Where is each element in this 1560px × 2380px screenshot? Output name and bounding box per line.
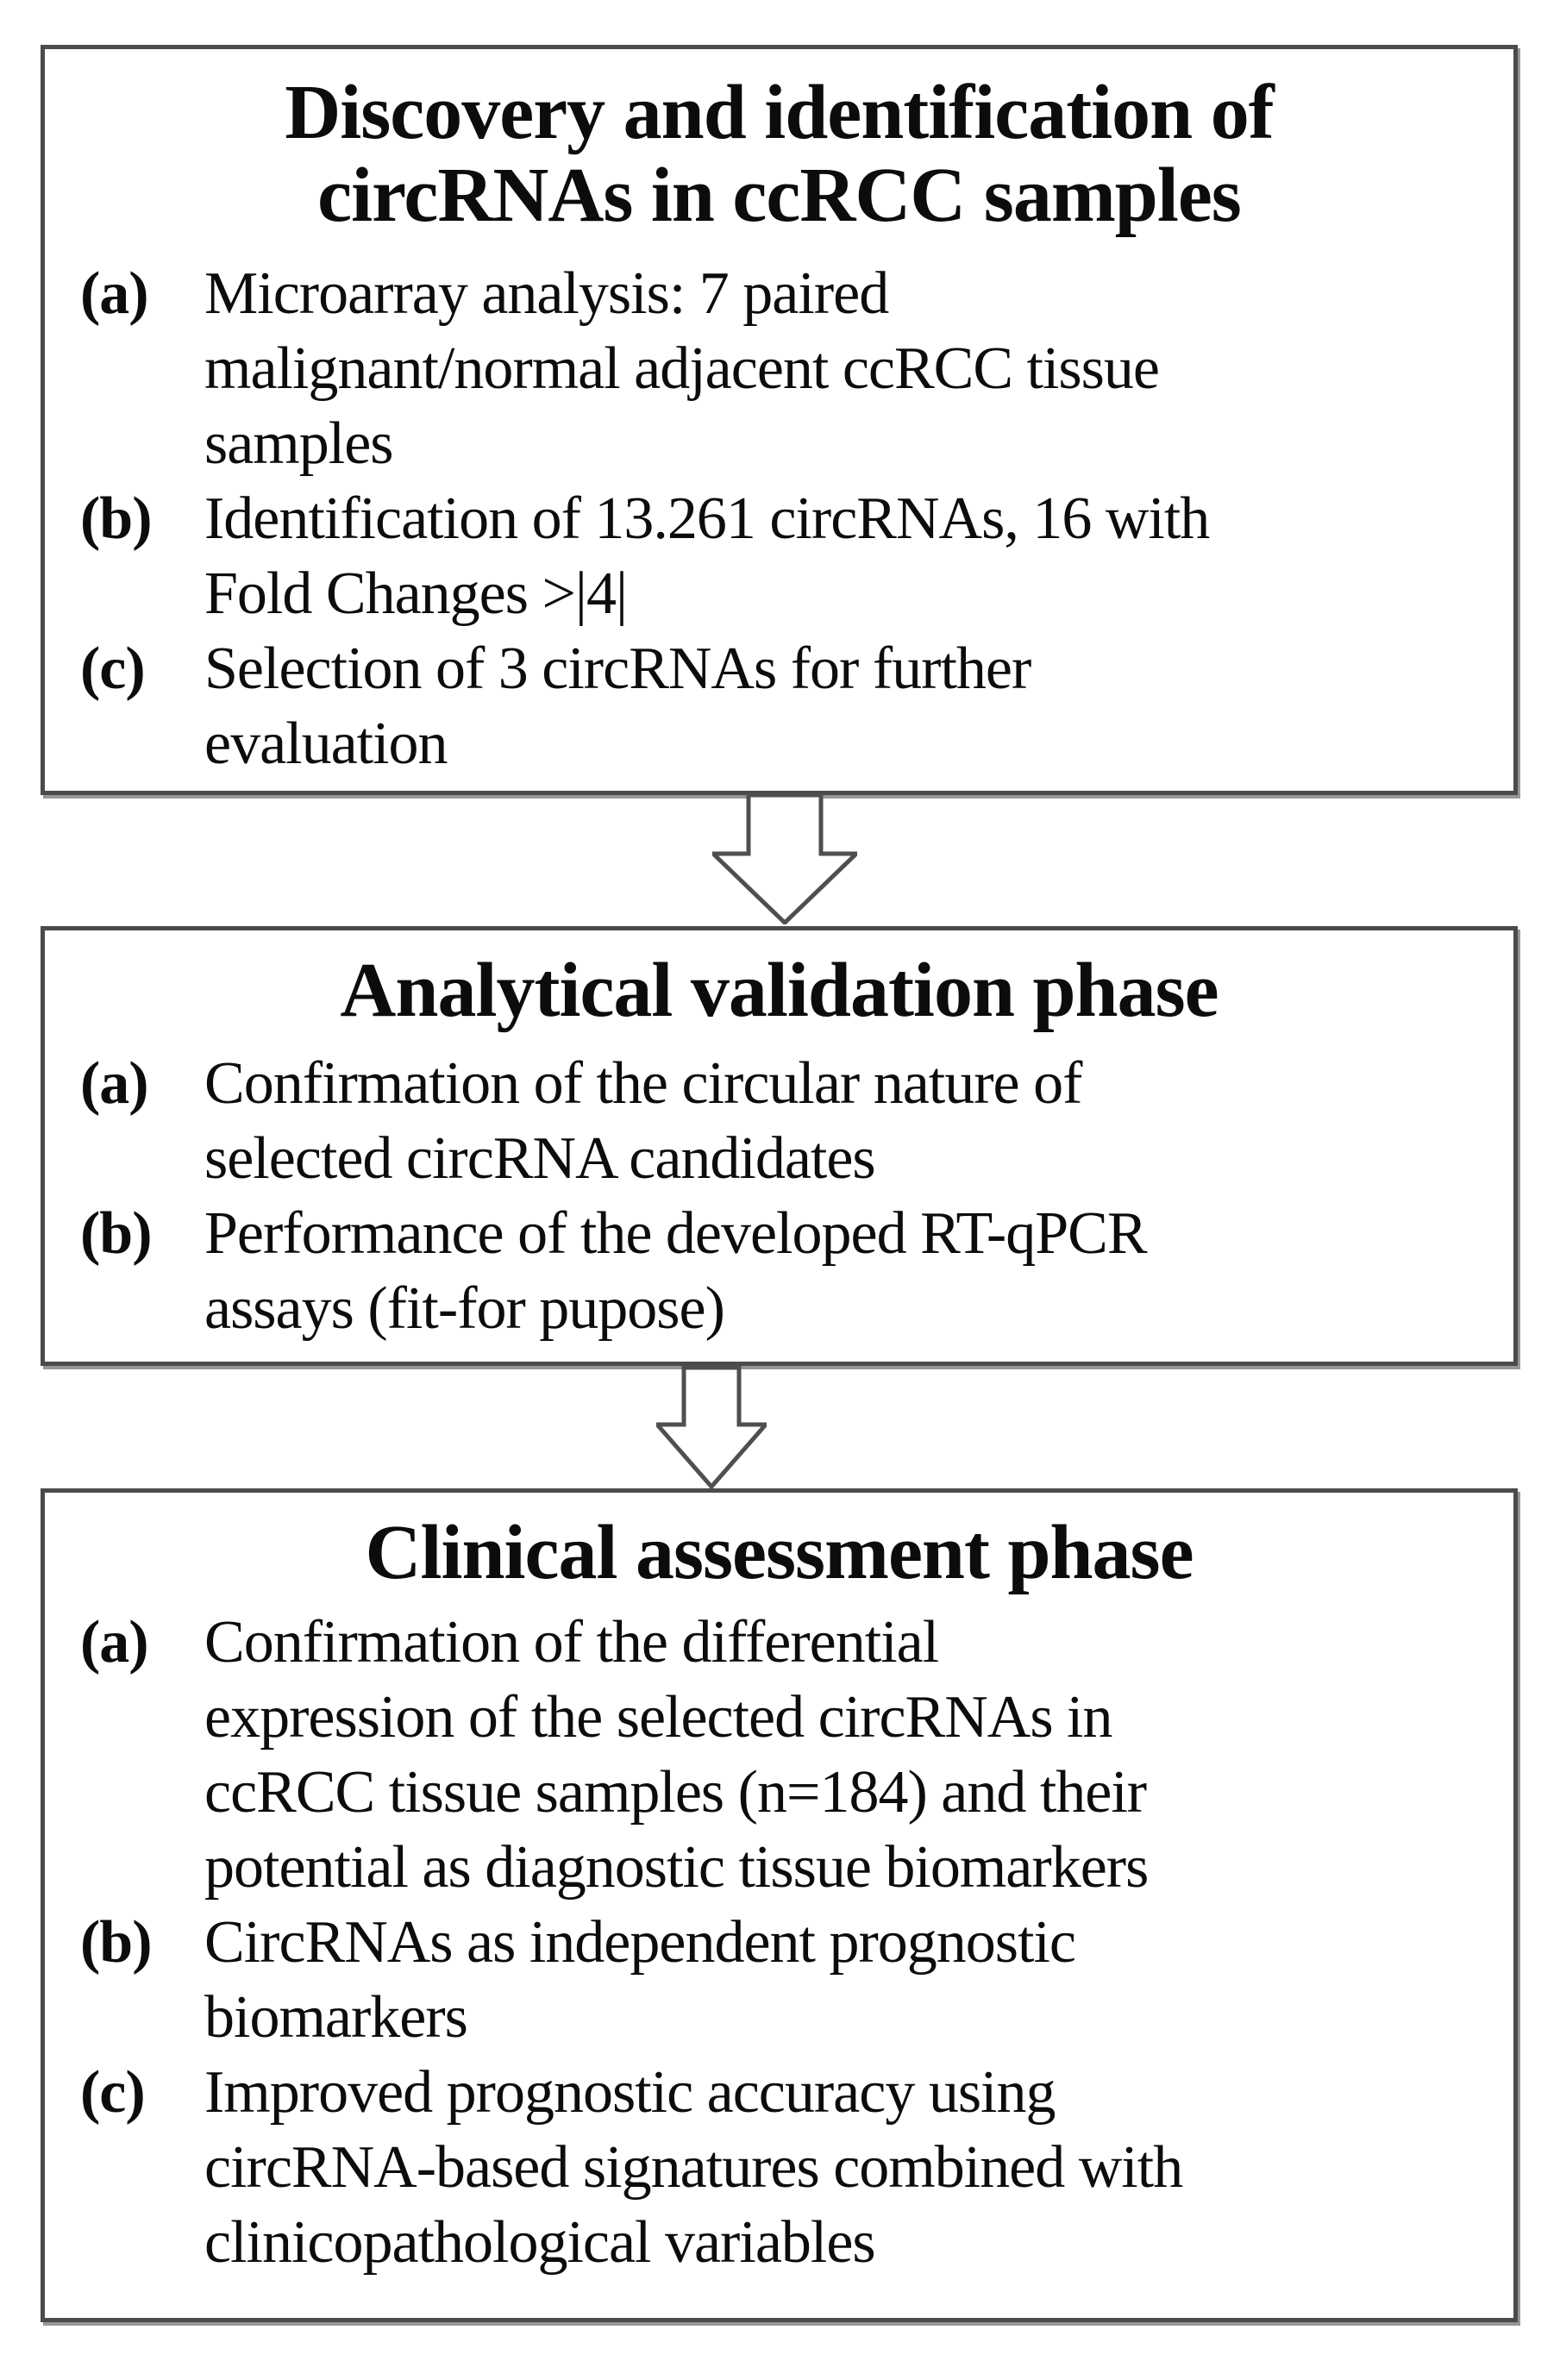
item-text: Improved prognostic accuracy using circR… bbox=[204, 2059, 1183, 2276]
item-label: (a) bbox=[80, 1050, 149, 1117]
item-label: (c) bbox=[80, 2059, 146, 2126]
item-text: Microarray analysis: 7 paired malignant/… bbox=[204, 260, 1160, 477]
flowchart-box-analytical-validation: Analytical validation phase (a) Confirma… bbox=[41, 926, 1518, 1366]
flowchart-box-discovery: Discovery and identification of circRNAs… bbox=[41, 45, 1518, 795]
item-text: Performance of the developed RT-qPCR ass… bbox=[204, 1200, 1148, 1342]
box-title: Analytical validation phase bbox=[340, 948, 1219, 1033]
list-item-b: (b) Performance of the developed RT-qPCR… bbox=[45, 1196, 1513, 1346]
item-label: (a) bbox=[80, 260, 149, 327]
item-text: CircRNAs as independent prognostic bioma… bbox=[204, 1909, 1076, 2051]
list-item-b: (b) CircRNAs as independent prognostic b… bbox=[45, 1905, 1513, 2055]
item-label: (b) bbox=[80, 1909, 153, 1976]
flowchart-box-clinical-assessment: Clinical assessment phase (a) Confirmati… bbox=[41, 1488, 1518, 2322]
item-text: Confirmation of the circular nature of s… bbox=[204, 1050, 1082, 1192]
list-item-c: (c) Selection of 3 circRNAs for further … bbox=[45, 631, 1513, 781]
list-item-a: (a) Confirmation of the differential exp… bbox=[45, 1605, 1513, 1905]
box-title: Clinical assessment phase bbox=[365, 1510, 1193, 1595]
item-label: (b) bbox=[80, 485, 153, 552]
item-text: Selection of 3 circRNAs for further eval… bbox=[204, 636, 1031, 777]
item-text: Confirmation of the differential express… bbox=[204, 1609, 1149, 1901]
item-label: (c) bbox=[80, 636, 146, 702]
list-item-c: (c) Improved prognostic accuracy using c… bbox=[45, 2055, 1513, 2280]
list-item-a: (a) Confirmation of the circular nature … bbox=[45, 1046, 1513, 1196]
down-arrow-icon bbox=[656, 1366, 767, 1488]
list-item-b: (b) Identification of 13.261 circRNAs, 1… bbox=[45, 481, 1513, 631]
list-item-a: (a) Microarray analysis: 7 paired malign… bbox=[45, 256, 1513, 481]
box-title: Discovery and identification of circRNAs… bbox=[285, 70, 1274, 238]
down-arrow-icon bbox=[712, 793, 857, 924]
item-text: Identification of 13.261 circRNAs, 16 wi… bbox=[204, 485, 1210, 627]
item-label: (b) bbox=[80, 1200, 153, 1267]
item-label: (a) bbox=[80, 1609, 149, 1675]
